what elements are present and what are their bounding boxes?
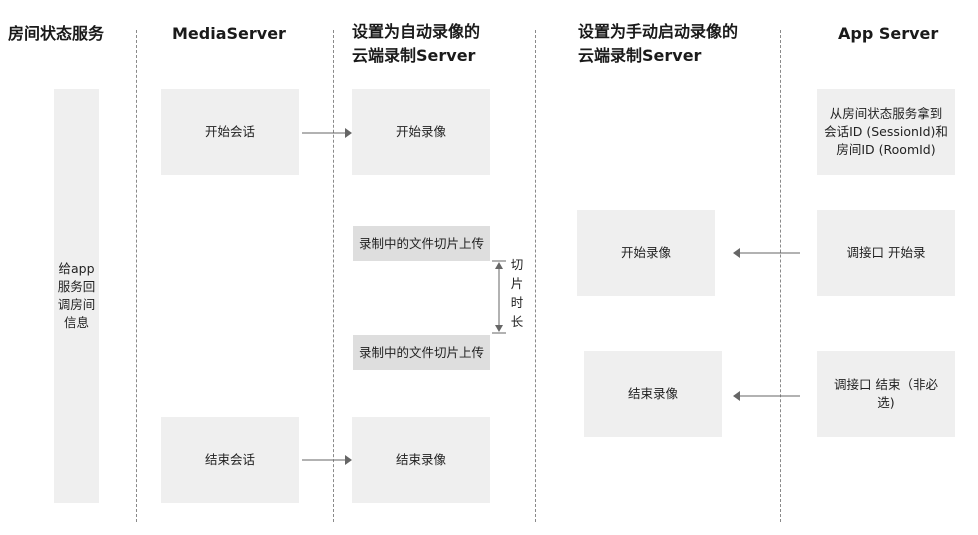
header-app-server: App Server: [838, 24, 939, 43]
slice-duration-label: 切 片 时 长: [509, 255, 525, 331]
header-room-status-service: 房间状态服务: [8, 24, 105, 43]
app-fetch-line-1: 从房间状态服务拿到: [829, 106, 943, 121]
lane-divider-1: [136, 30, 137, 522]
room-callback-line-2: 服务回: [57, 279, 96, 294]
arrow-start-session-to-start-record: [302, 128, 352, 138]
slice-duration-char-2: 片: [510, 276, 524, 291]
room-callback-box: 给app 服务回 调房间 信息: [54, 89, 99, 503]
auto-upload-slice-box-2: 录制中的文件切片上传: [353, 335, 490, 370]
media-start-session-box: 开始会话: [161, 89, 299, 175]
header-manual-line1: 设置为手动启动录像的: [578, 22, 739, 41]
arrow-end-session-to-end-record: [302, 455, 352, 465]
lane-divider-3: [535, 30, 536, 522]
app-fetch-line-3: 房间ID (RoomId): [836, 142, 936, 157]
app-fetch-line-2: 会话ID (SessionId)和: [824, 124, 948, 139]
slice-duration-char-1: 切: [510, 257, 524, 272]
header-auto-record-server: 设置为自动录像的 云端录制Server: [352, 20, 480, 68]
header-auto-line1: 设置为自动录像的: [352, 22, 481, 41]
media-end-session-box: 结束会话: [161, 417, 299, 503]
slice-duration-char-4: 长: [510, 314, 524, 329]
arrow-call-start-to-manual-start: [733, 248, 800, 258]
header-manual-line2: 云端录制Server: [578, 46, 702, 65]
app-fetch-ids-box: 从房间状态服务拿到 会话ID (SessionId)和 房间ID (RoomId…: [817, 89, 955, 175]
slice-duration-bracket: [492, 260, 506, 334]
room-callback-line-4: 信息: [63, 315, 89, 330]
app-call-end-line-1: 调接口 结束（非必: [834, 377, 938, 392]
manual-start-record-box: 开始录像: [577, 210, 715, 296]
slice-duration-char-3: 时: [510, 295, 524, 310]
header-auto-line2: 云端录制Server: [352, 46, 476, 65]
room-callback-line-1: 给app: [58, 261, 95, 276]
auto-upload-slice-box-1: 录制中的文件切片上传: [353, 226, 490, 261]
room-callback-line-3: 调房间: [57, 297, 96, 312]
header-manual-record-server: 设置为手动启动录像的 云端录制Server: [578, 20, 738, 68]
lane-divider-4: [780, 30, 781, 522]
app-call-end-line-2: 选): [877, 395, 895, 410]
manual-end-record-box: 结束录像: [584, 351, 722, 437]
auto-end-record-box: 结束录像: [352, 417, 490, 503]
app-call-end-box: 调接口 结束（非必 选): [817, 351, 955, 437]
lane-divider-2: [333, 30, 334, 522]
auto-start-record-box: 开始录像: [352, 89, 490, 175]
header-media-server: MediaServer: [172, 24, 286, 43]
app-call-start-box: 调接口 开始录: [817, 210, 955, 296]
arrow-call-end-to-manual-end: [733, 391, 800, 401]
